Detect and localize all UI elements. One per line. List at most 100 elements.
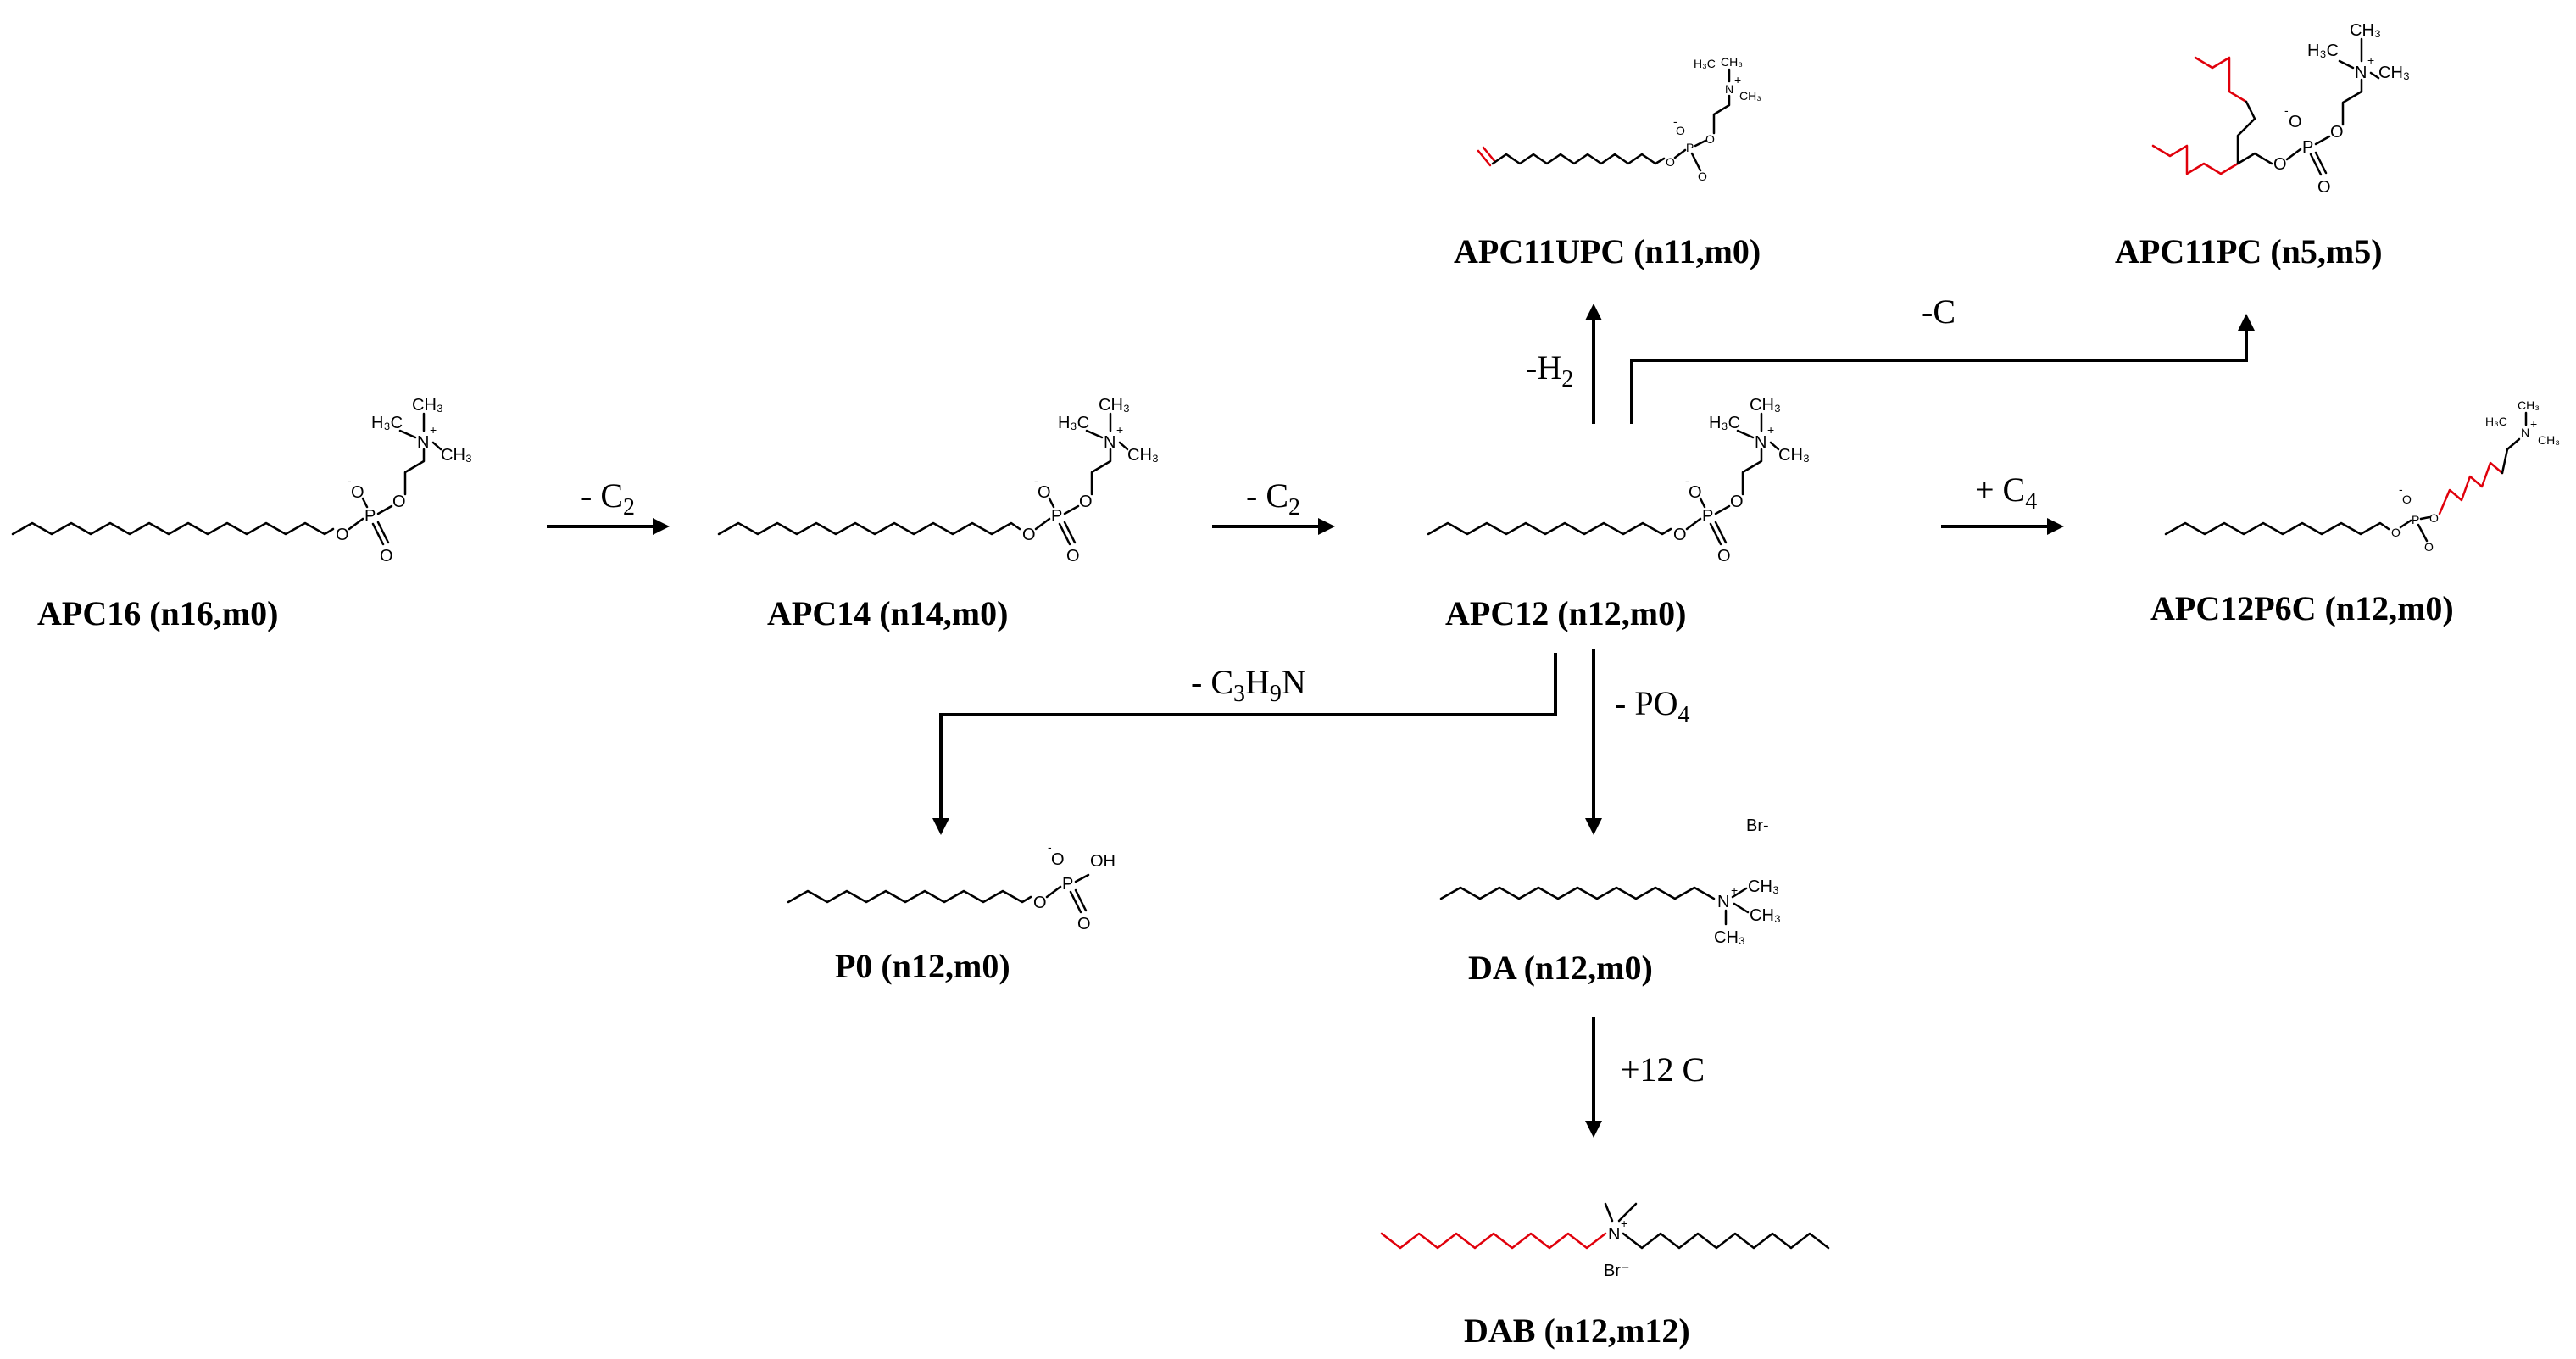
phosphorus: P [1062,875,1073,894]
phosphate-o-minus: O [1676,124,1685,137]
phosphate-o-double: O [1066,547,1080,565]
lower-branch [2151,144,2239,175]
methyl-right: CH₃ [1778,446,1810,465]
bond-o-p [1673,148,1687,159]
methyl-left: H₃C [1709,414,1740,432]
bond-n-ch3-top [1731,887,1748,899]
bond-p-o-double [2417,523,2429,543]
bond-n-ch3-left [1085,429,1104,439]
alkyl-chain [1491,153,1666,165]
bond-p-o-double-1 [371,522,385,546]
arrow-apc12-to-p0 [939,653,1557,821]
charge-minus: - [2284,103,2289,117]
compound-name: APC16 (n16,m0) [37,594,278,632]
bond-n-ch3-right [431,441,442,451]
charge-minus: - [1048,840,1052,854]
arrowhead-da-to-dab [1585,1121,1602,1138]
phosphorus: P [2302,138,2313,157]
compound-apc11pc: O P O - O O N + CH₃ H₃C CH₃ APC11PC (n5,… [2115,21,2410,270]
bromide: Br- [1746,816,1769,835]
charge-plus: + [1116,423,1123,437]
arrowhead-apc16-to-apc14 [653,518,670,535]
methyl-left: H₃C [1694,57,1716,70]
terminal-alkene-2 [1482,146,1497,164]
compound-name: DA (n12,m0) [1468,949,1653,987]
ethylene-linker [1712,94,1731,135]
hydroxyl: OH [1090,852,1116,871]
methyl-right: CH₃ [2538,433,2560,447]
methyl-left: H₃C [2307,42,2339,60]
arrowhead-apc12-to-apc12p6c [2047,518,2064,535]
quaternary-n: N [1717,893,1729,911]
methyl-2 [1617,1202,1638,1223]
phosphate-o-minus: O [351,483,364,502]
phosphate-o-minus: O [1051,850,1065,869]
phosphate-o-double: O [2317,178,2331,197]
bond-p-o-ether [2314,135,2331,146]
phosphorus: P [1702,507,1713,526]
compound-dab: N + Br⁻ DAB (n12,m12) [1380,1202,1830,1350]
methyl-top: CH₃ [1748,877,1779,896]
arrowhead-apc12-to-apc11pc [2238,314,2255,331]
methyl-left: H₃C [371,414,403,432]
compound-name: P0 (n12,m0) [835,947,1010,985]
label-apc12-to-apc11pc: -C [1922,292,1956,331]
ester-oxygen: O [336,526,349,544]
ester-oxygen: O [1033,894,1047,912]
ether-oxygen: O [1705,132,1715,146]
bond-o-p [2399,519,2412,529]
bond-p-o-minus [361,497,369,509]
bond-n-ch3-right [1733,902,1750,914]
alkyl-chain [717,521,1021,536]
quaternary-n: N [417,433,429,452]
ethylene-linker [1090,448,1112,496]
label-apc14-to-apc12: - C2 [1246,476,1300,521]
alkyl-chain [2164,521,2390,536]
methyl-right: CH₃ [441,446,472,465]
charge-minus: - [2399,482,2403,496]
methyl-top: CH₃ [2518,398,2540,412]
bond-p-o-double-1 [1069,890,1082,914]
charge-minus: - [348,474,352,487]
bond-o-p [348,517,364,531]
bond-p-o-ether [376,504,393,515]
arrowhead-apc14-to-apc12 [1318,518,1335,535]
bond-p-o-ether [1694,139,1707,148]
charge-minus: - [1685,474,1689,487]
compound-apc14: O P O - O O N + CH₃ H₃C CH₃ APC14 (n14,m… [717,396,1159,632]
bond-n-ch3-left [1736,429,1755,439]
methyl-top: CH₃ [1721,55,1743,69]
bond-n-ch3-right [1118,441,1129,451]
arrowhead-apc12-to-p0 [932,818,949,835]
compound-da: Br- N + CH₃ CH₃ CH₃ DA (n12,m0) [1439,816,1781,987]
quaternary-n: N [1755,433,1766,452]
phosphate-o-minus: O [1038,483,1051,502]
compound-p0: O P O - O OH P0 (n12,m0) [787,840,1116,985]
compound-name: DAB (n12,m12) [1464,1312,1690,1350]
alkyl-chain [1622,1232,1830,1250]
bond-p-o-double [1690,152,1702,172]
methyl-top: CH₃ [1099,396,1130,415]
bond-p-o-double-2 [1714,521,1728,544]
phosphate-o-double: O [380,547,393,565]
bond-p-o-minus [1699,497,1706,509]
quaternary-n: N [1608,1225,1620,1244]
ether-oxygen: O [2429,511,2439,525]
ethylene-linker [2341,78,2363,126]
bond-p-o-double-2 [1074,888,1088,912]
ether-oxygen: O [2330,123,2344,142]
methyl-top: CH₃ [1750,396,1781,415]
bond-p-o-double-2 [1063,521,1077,544]
methyl-left: H₃C [2485,415,2507,428]
bond-p-o-double-1 [1058,522,1071,546]
bromide: Br⁻ [1604,1262,1630,1280]
phosphorus: P [364,507,376,526]
compound-name: APC14 (n14,m0) [767,594,1008,632]
alkyl-chain [1439,886,1716,900]
ester-oxygen: O [1673,526,1687,544]
ethylene-linker [1741,448,1763,496]
compound-name: APC11UPC (n11,m0) [1454,232,1761,270]
bond-p-o-double-2 [376,521,390,544]
charge-plus: + [1734,73,1741,86]
